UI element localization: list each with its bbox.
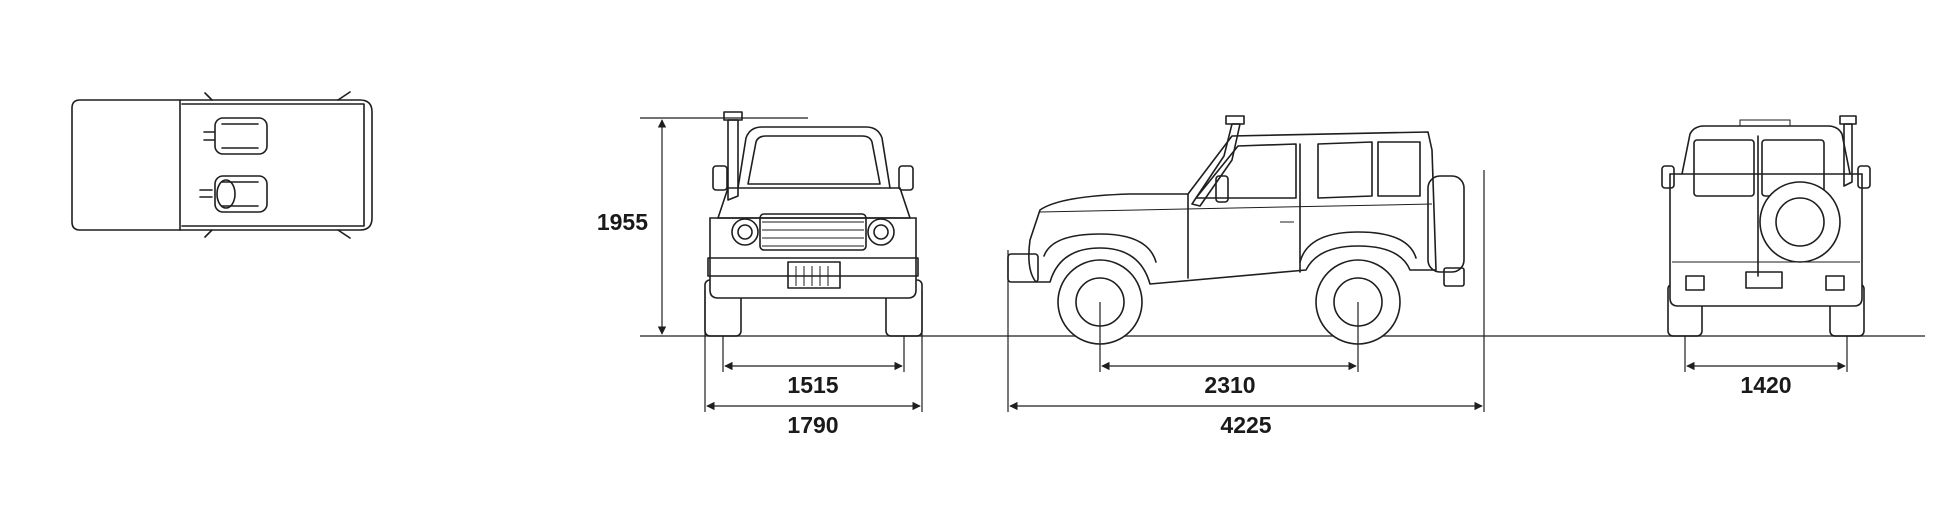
rear-view bbox=[1661, 115, 1871, 337]
height-dimension: 1955 bbox=[597, 117, 808, 335]
front-track-label: 1515 bbox=[787, 372, 838, 398]
wheelbase-label: 2310 bbox=[1204, 372, 1255, 398]
overall-length-dimension: 4225 bbox=[1007, 170, 1485, 438]
rear-track-label: 1420 bbox=[1740, 372, 1791, 398]
top-view bbox=[71, 91, 373, 239]
front-track-dimension: 1515 bbox=[722, 336, 905, 398]
side-view bbox=[1007, 115, 1465, 345]
rear-track-dimension: 1420 bbox=[1684, 336, 1848, 398]
height-label: 1955 bbox=[597, 209, 648, 235]
overall-width-dimension: 1790 bbox=[704, 290, 923, 438]
overall-length-label: 4225 bbox=[1220, 412, 1271, 438]
front-view bbox=[704, 111, 923, 337]
overall-width-label: 1790 bbox=[787, 412, 838, 438]
wheelbase-dimension: 2310 bbox=[1099, 302, 1359, 398]
